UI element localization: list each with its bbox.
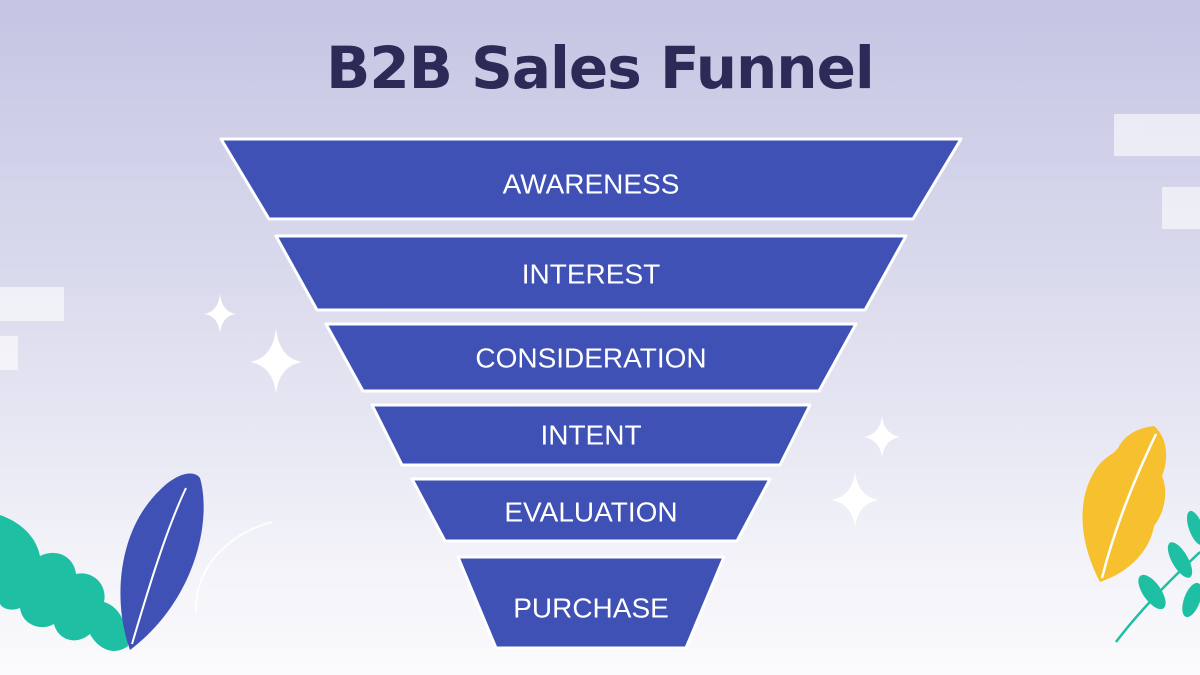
funnel-stage-shape bbox=[456, 555, 726, 650]
decor-bars bbox=[0, 114, 1200, 370]
funnel-stage-label: AWARENESS bbox=[503, 168, 680, 199]
funnel-stage: PURCHASE bbox=[456, 555, 726, 650]
funnel-stage-label: INTEREST bbox=[522, 258, 660, 289]
sparkle-icon bbox=[250, 328, 302, 394]
funnel-stage-shape bbox=[274, 234, 908, 312]
page-title: B2B Sales Funnel bbox=[326, 34, 875, 102]
decor-bar bbox=[0, 287, 64, 321]
funnel-stage-shape bbox=[370, 403, 812, 467]
funnel-stage-label: EVALUATION bbox=[504, 496, 677, 527]
funnel-stage-label: INTENT bbox=[540, 419, 641, 450]
funnel-stage-shape bbox=[324, 322, 858, 393]
teal-leaf-icon bbox=[0, 515, 128, 651]
funnel-stage-label: CONSIDERATION bbox=[475, 342, 706, 373]
funnel-stage-shape bbox=[219, 137, 963, 221]
funnel-stage: EVALUATION bbox=[410, 477, 772, 543]
teal-leaf-icon bbox=[1138, 574, 1166, 610]
funnel-stage: INTEREST bbox=[274, 234, 908, 312]
decor-bar bbox=[1114, 114, 1200, 156]
sparkle-icon bbox=[832, 472, 878, 527]
yellow-leaf-icon bbox=[1082, 426, 1167, 582]
teal-leaf-icon bbox=[1182, 582, 1200, 618]
leaf-vein-icon bbox=[1100, 433, 1158, 579]
left-plant-decoration bbox=[0, 473, 273, 651]
funnel-stage: CONSIDERATION bbox=[324, 322, 858, 393]
funnel-stage: INTENT bbox=[370, 403, 812, 467]
leaf-vein-icon bbox=[131, 487, 187, 645]
decor-bar bbox=[1162, 187, 1200, 229]
funnel-stage-shape bbox=[410, 477, 772, 543]
teal-leaf-icon bbox=[1167, 542, 1193, 578]
sparkle-icon bbox=[864, 416, 900, 458]
funnel-stage-label: PURCHASE bbox=[513, 592, 669, 623]
funnel: AWARENESS INTEREST CONSIDERATION INTENT … bbox=[219, 137, 963, 650]
sparkle-icon bbox=[204, 294, 236, 333]
blue-leaf-icon bbox=[120, 473, 204, 650]
teal-leaf-icon bbox=[1186, 510, 1200, 546]
sparkle-icons bbox=[204, 294, 900, 527]
right-plant-decoration bbox=[1082, 426, 1200, 643]
funnel-stage: AWARENESS bbox=[219, 137, 963, 221]
curve-line-icon bbox=[194, 521, 273, 613]
decor-bar bbox=[0, 336, 18, 370]
